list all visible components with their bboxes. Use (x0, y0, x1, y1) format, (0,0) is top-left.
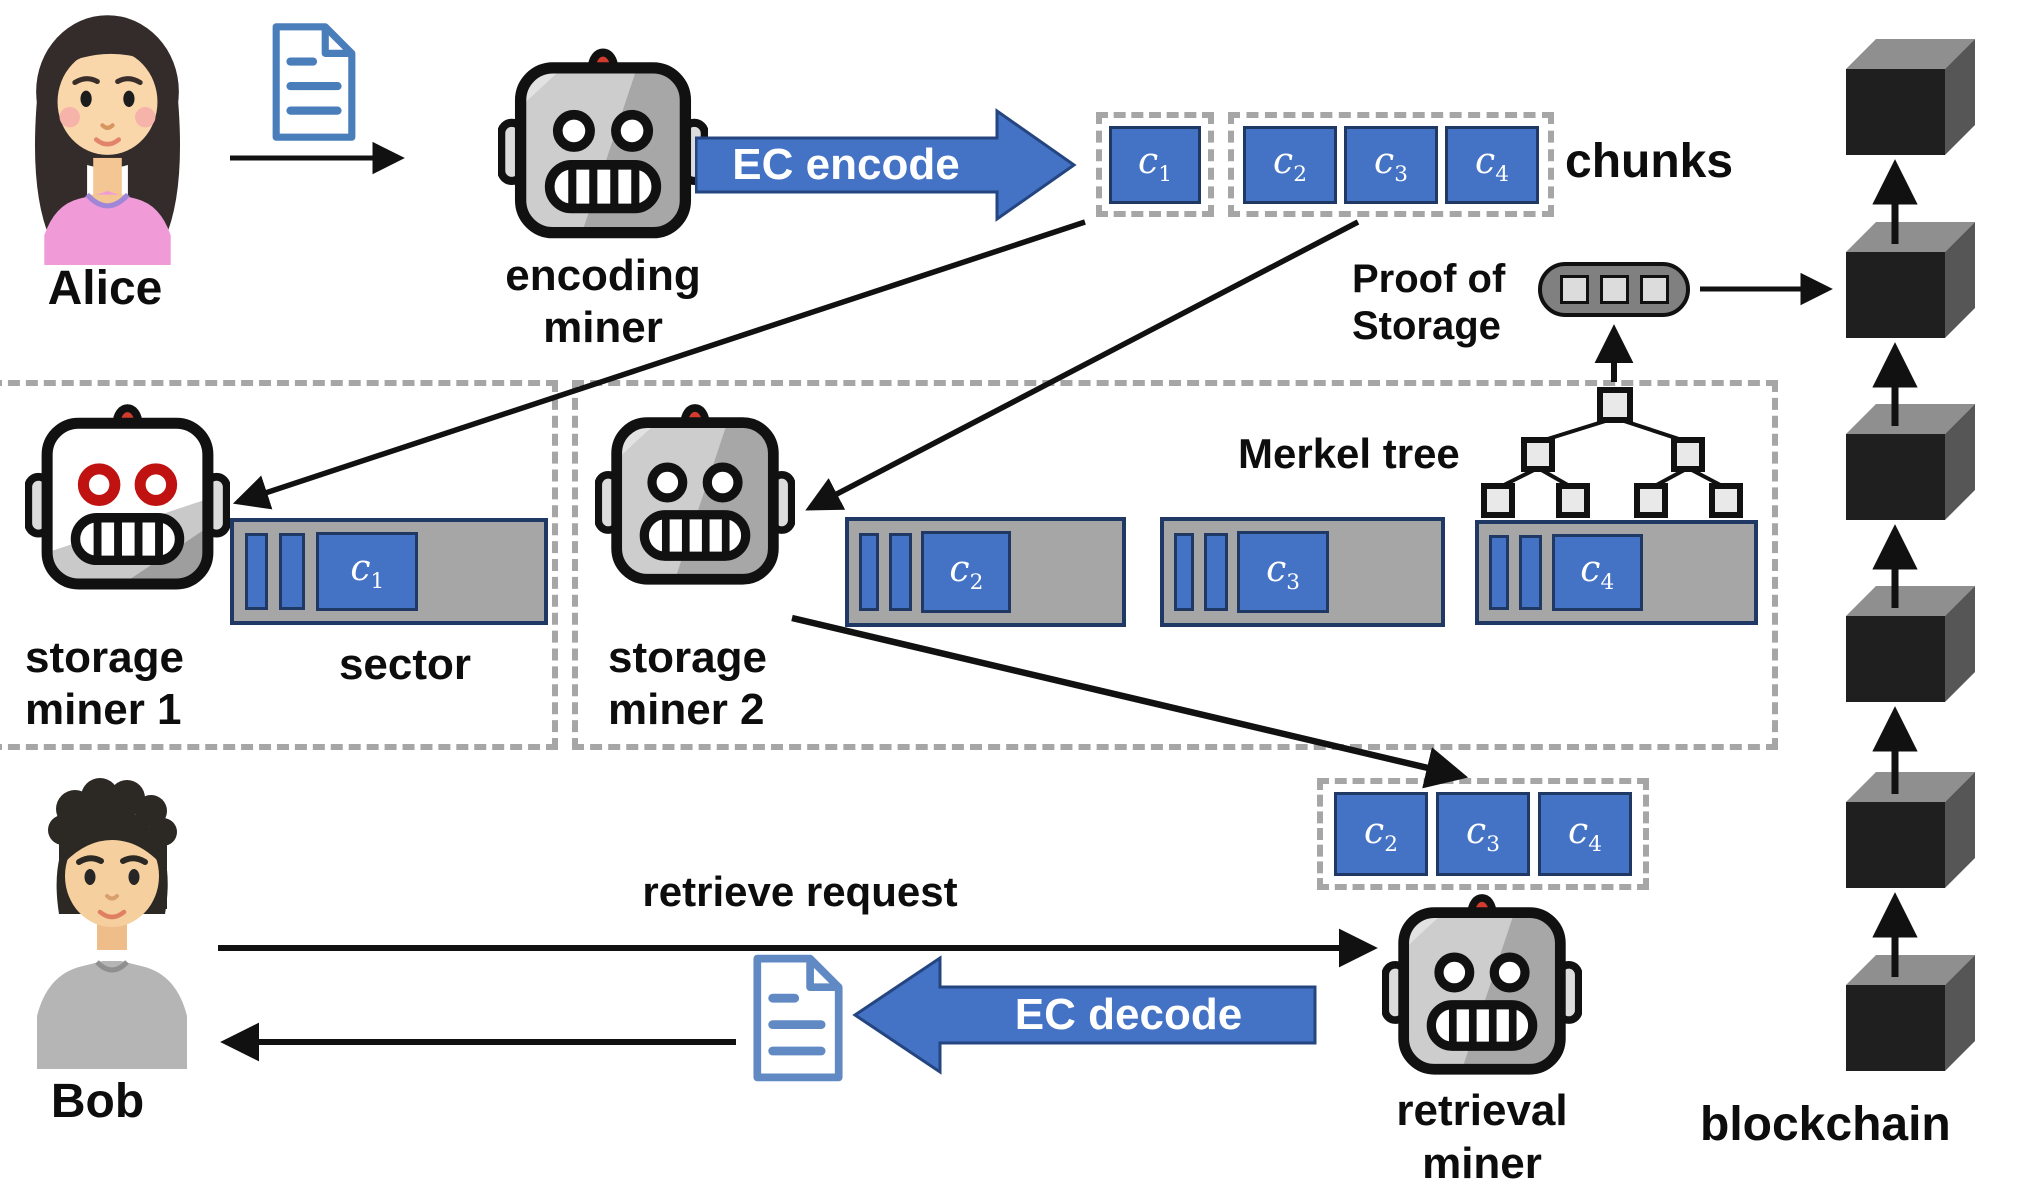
returned-document-icon (748, 952, 848, 1084)
retrieval-chunk-c4: c4 (1538, 792, 1632, 876)
chunk-c2-box: c2 (1243, 125, 1337, 204)
merkel-tree (1470, 380, 1760, 525)
bob-label: Bob (50, 1075, 145, 1128)
ec-encode-label: EC encode (732, 140, 960, 189)
chunk-c1: c1 (1096, 112, 1214, 217)
chunk-c4-box: c4 (1445, 125, 1539, 204)
merkel-tree-label: Merkel tree (1238, 430, 1460, 477)
storage-miner-1-robot (25, 398, 230, 595)
sector-c1: c1 (230, 518, 548, 625)
retrieval-chunk-c3: c3 (1436, 792, 1530, 876)
blockchain-cubes (1846, 39, 1975, 1071)
chunk-c3-box: c3 (1344, 125, 1438, 204)
retrieval-miner-label: retrieval miner (1396, 1086, 1568, 1188)
storage-miner-2-label: storage miner 2 (608, 633, 767, 734)
sector-c2: c2 (845, 517, 1126, 627)
retrieve-request-label: retrieve request (642, 868, 958, 915)
ec-decode-label: EC decode (1014, 990, 1243, 1039)
blockchain-cube (1846, 955, 1975, 1071)
blockchain-cube (1846, 404, 1975, 520)
blockchain-cube (1846, 222, 1975, 338)
ec-encode-arrow: EC encode (695, 108, 1077, 222)
storage-miner-1-label: storage miner 1 (25, 633, 184, 734)
sector-label: sector (338, 640, 472, 689)
retrieval-miner-robot (1382, 888, 1582, 1080)
alice-label: Alice (47, 262, 163, 315)
blockchain-cube (1846, 586, 1975, 702)
encoding-miner-robot (498, 42, 708, 244)
sector-c4: c4 (1475, 520, 1758, 625)
retrieval-chunks-group: c2 c3 c4 (1317, 778, 1649, 890)
alice-avatar (15, 5, 200, 265)
bob-avatar (15, 763, 210, 1070)
retrieval-chunk-c2: c2 (1334, 792, 1428, 876)
chunks-label: chunks (1565, 135, 1734, 188)
blockchain-label: blockchain (1700, 1098, 1951, 1151)
capsule-segment (1559, 275, 1589, 304)
blockchain-cube (1846, 772, 1975, 888)
chunks-group: c2 c3 c4 (1228, 112, 1554, 217)
encoding-miner-label: encoding miner (505, 251, 701, 352)
ec-decode-arrow: EC decode (852, 955, 1317, 1075)
blockchain-cube (1846, 39, 1975, 155)
proof-of-storage-capsule (1538, 262, 1690, 317)
storage-miner-2-robot (595, 398, 795, 590)
proof-of-storage-label: Proof of Storage (1352, 257, 1506, 348)
blockchain-column (1830, 25, 2000, 1085)
sector-c3: c3 (1160, 517, 1445, 627)
capsule-segment (1639, 275, 1669, 304)
document-icon (268, 18, 360, 146)
capsule-segment (1599, 275, 1629, 304)
